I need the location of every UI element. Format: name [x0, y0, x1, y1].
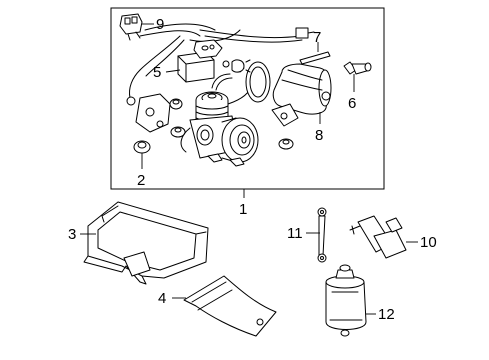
relay-module-part[interactable] [177, 39, 223, 83]
height-sensor-part[interactable] [349, 215, 407, 259]
wiring-harness [126, 23, 315, 106]
grommet-part[interactable] [133, 98, 294, 154]
connector-bracket-part[interactable] [119, 13, 143, 41]
callout-12: 12 [378, 306, 395, 323]
callout-9: 9 [156, 16, 164, 33]
callout-1: 1 [239, 201, 247, 218]
air-hose-part[interactable] [299, 51, 331, 65]
callout-10: 10 [420, 234, 437, 251]
air-compressor[interactable] [180, 73, 259, 167]
callout-2: 2 [137, 172, 145, 189]
callout-3: 3 [68, 226, 76, 243]
callout-8: 8 [315, 127, 323, 144]
assembly-frame [110, 7, 385, 190]
link-rod-part[interactable] [317, 207, 327, 263]
dryer-canister-part[interactable] [271, 63, 332, 127]
callout-6: 6 [348, 95, 356, 112]
small-parts [222, 59, 251, 73]
callout-4: 4 [158, 290, 166, 307]
mounting-bracket [135, 93, 171, 133]
callout-11: 11 [287, 225, 303, 242]
leader-5 [165, 69, 181, 73]
shield-part[interactable] [183, 275, 277, 337]
reservoir-part[interactable] [325, 264, 367, 337]
callout-7: 7 [313, 29, 321, 46]
mounting-tray-part[interactable] [83, 201, 209, 285]
fitting-part[interactable] [343, 61, 372, 75]
intake-ring [233, 61, 271, 103]
callout-5: 5 [153, 64, 161, 81]
